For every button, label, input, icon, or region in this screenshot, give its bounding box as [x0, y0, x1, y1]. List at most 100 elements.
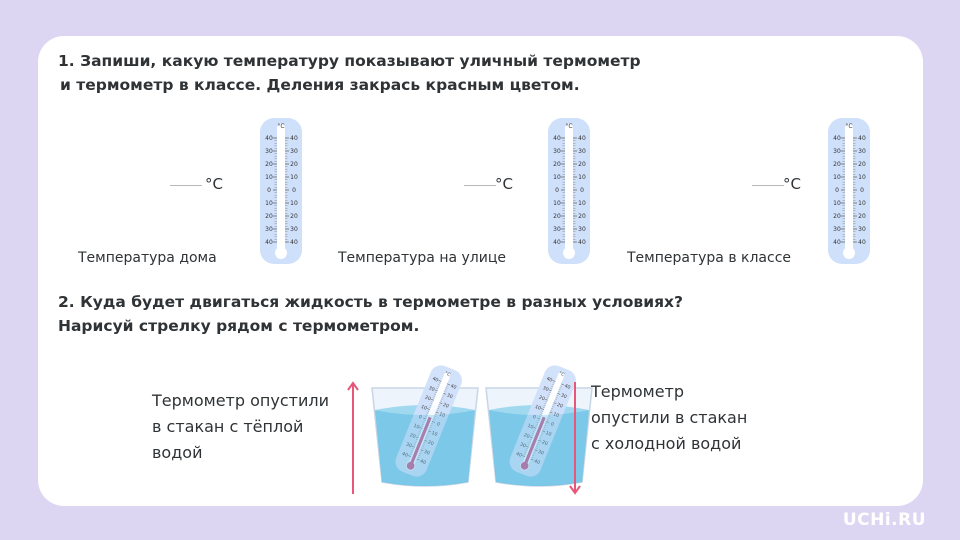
- scale-minor-tick: [525, 450, 528, 452]
- task-2-line-2: Нарисуй стрелку рядом с термометром.: [58, 317, 420, 335]
- scale-minor-tick: [556, 394, 559, 396]
- scale-label-left: 10: [420, 404, 428, 412]
- uchi-ru-logo: UCHi.RU: [842, 510, 926, 530]
- answer-blank-class[interactable]: [752, 185, 784, 186]
- scale-label-left: 20: [553, 161, 561, 168]
- scale-label-right: 40: [290, 135, 298, 142]
- scale-unit-label: °C: [565, 123, 572, 130]
- scale-minor-tick: [434, 393, 437, 395]
- answer-blank-home[interactable]: [170, 185, 202, 186]
- answer-blank-street[interactable]: [464, 185, 496, 186]
- scale-label-right: 30: [560, 392, 568, 400]
- cold-line-3: с холодной водой: [591, 434, 742, 453]
- scale-minor-tick: [532, 431, 535, 433]
- warm-water-description: Термометр опустили в стакан с тёплой вод…: [152, 388, 329, 466]
- scale-label-right: 40: [450, 383, 458, 391]
- scale-minor-tick: [440, 398, 443, 400]
- scale-minor-tick: [537, 420, 540, 422]
- thermometer-bulb: [275, 247, 287, 259]
- scale-minor-tick: [413, 444, 416, 446]
- scale-label-left: 40: [553, 239, 561, 246]
- scale-minor-tick: [550, 388, 553, 390]
- scale-minor-tick: [437, 384, 440, 386]
- scale-minor-tick: [535, 445, 538, 447]
- scale-minor-tick: [543, 405, 546, 407]
- scale-label-left: 0: [835, 187, 839, 194]
- scale-tick: [416, 458, 420, 461]
- caption-street: Температура на улице: [338, 250, 506, 266]
- scale-label-right: 20: [858, 161, 866, 168]
- scale-label-right: 40: [419, 458, 427, 466]
- scale-minor-tick: [536, 421, 539, 423]
- scale-minor-tick: [422, 443, 425, 445]
- scale-minor-tick: [432, 419, 435, 421]
- scale-minor-tick: [548, 415, 551, 417]
- scale-label-left: 30: [833, 148, 841, 155]
- scale-label-left: 20: [409, 432, 417, 440]
- scale-minor-tick: [433, 417, 436, 419]
- scale-label-left: 0: [532, 414, 537, 421]
- scale-label-right: 10: [545, 430, 553, 438]
- scale-minor-tick: [436, 409, 439, 411]
- scale-label-right: 30: [578, 148, 586, 155]
- scale-label-left: 40: [265, 239, 273, 246]
- scale-minor-tick: [535, 447, 538, 449]
- scale-minor-tick: [537, 441, 540, 443]
- scale-tick: [553, 402, 557, 405]
- scale-minor-tick: [434, 391, 437, 393]
- scale-minor-tick: [539, 414, 542, 416]
- scale-minor-tick: [539, 416, 541, 418]
- scale-minor-tick: [417, 435, 420, 437]
- scale-minor-tick: [546, 419, 549, 421]
- water-overlay: [375, 410, 475, 486]
- scale-minor-tick: [423, 441, 426, 443]
- scale-label-left: 40: [545, 376, 553, 384]
- scale-minor-tick: [446, 385, 449, 387]
- scale-minor-tick: [425, 436, 428, 438]
- scale-minor-tick: [539, 436, 542, 438]
- scale-minor-tick: [428, 428, 431, 430]
- scale-minor-tick: [411, 450, 414, 452]
- scale-minor-tick: [419, 429, 422, 431]
- scale-label-left: 30: [553, 148, 561, 155]
- scale-label-left: 40: [431, 376, 439, 384]
- scale-label-left: 20: [538, 395, 546, 403]
- worksheet-card: 1. Запиши, какую температуру показывают …: [38, 36, 923, 506]
- scale-unit-label: °C: [558, 371, 565, 379]
- scale-minor-tick: [429, 405, 432, 407]
- scale-label-right: 40: [290, 239, 298, 246]
- caption-class: Температура в классе: [627, 250, 792, 266]
- scale-label-left: 0: [555, 187, 559, 194]
- thermometer-tube: [845, 124, 853, 254]
- scale-label-left: 20: [553, 213, 561, 220]
- scale-label-right: 30: [537, 449, 545, 457]
- cold-line-2: опустили в стакан: [591, 408, 748, 427]
- scale-label-right: 40: [858, 135, 866, 142]
- scale-minor-tick: [551, 386, 554, 388]
- scale-minor-tick: [421, 447, 424, 449]
- scale-minor-tick: [409, 453, 412, 455]
- scale-minor-tick: [533, 451, 536, 453]
- scale-minor-tick: [410, 452, 413, 454]
- scale-label-right: 40: [858, 239, 866, 246]
- scale-label-left: 10: [833, 200, 841, 207]
- scale-label-right: 40: [578, 239, 586, 246]
- scale-label-right: 10: [290, 174, 298, 181]
- scale-minor-tick: [560, 385, 563, 387]
- scale-label-right: 10: [552, 411, 560, 419]
- scale-minor-tick: [539, 438, 541, 440]
- task-1-line-1: 1. Запиши, какую температуру показывают …: [58, 52, 641, 70]
- scale-minor-tick: [555, 396, 558, 398]
- scale-label-left: 10: [833, 174, 841, 181]
- scale-label-left: 20: [833, 161, 841, 168]
- scale-minor-tick: [418, 455, 421, 457]
- scale-minor-tick: [543, 426, 546, 428]
- scale-minor-tick: [523, 453, 526, 455]
- scale-minor-tick: [559, 387, 562, 389]
- scale-label-right: 30: [446, 392, 454, 400]
- scale-label-right: 10: [578, 174, 586, 181]
- scale-label-left: 40: [515, 451, 523, 459]
- scale-minor-tick: [547, 395, 550, 397]
